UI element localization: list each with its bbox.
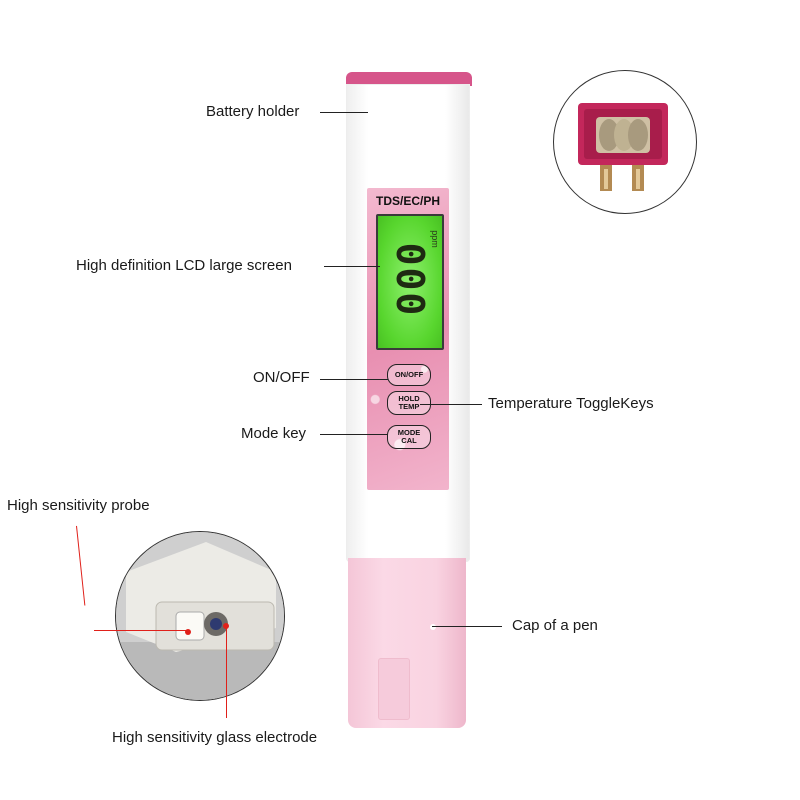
cap-label: Cap of a pen xyxy=(512,617,598,634)
lcd-screen-label: High definition LCD large screen xyxy=(76,257,292,274)
battery-holder-label: Battery holder xyxy=(206,103,300,120)
probe-image xyxy=(116,532,284,700)
cap-pointer xyxy=(432,626,502,627)
lcd-value: 000 xyxy=(388,242,432,318)
temp-key-label: TEMP xyxy=(398,402,420,411)
control-panel: TDS/EC/PH ppm 000 ON/OFF HOLD TEMP MODE … xyxy=(367,188,449,490)
mode-cal-key[interactable]: MODE CAL xyxy=(387,425,431,449)
on-off-key[interactable]: ON/OFF xyxy=(387,364,431,386)
lcd-screen: ppm 000 xyxy=(376,214,444,350)
hold-key-label: HOLD xyxy=(398,394,420,403)
on-off-key-label: ON/OFF xyxy=(394,370,424,379)
cap-highlight xyxy=(430,624,436,630)
on-off-label: ON/OFF xyxy=(253,369,310,386)
probe-closeup xyxy=(115,531,285,701)
cal-key-label: CAL xyxy=(401,436,417,445)
hold-temp-key[interactable]: HOLD TEMP xyxy=(387,391,431,415)
battery-holder-image xyxy=(578,103,668,191)
panel-title: TDS/EC/PH xyxy=(375,194,440,208)
temperature-keys-pointer xyxy=(420,404,482,405)
glass-electrode-pointer xyxy=(226,628,227,718)
temperature-keys-label: Temperature ToggleKeys xyxy=(488,395,654,412)
probe-pointer-horizontal xyxy=(94,630,186,631)
on-off-pointer xyxy=(320,379,388,380)
glass-electrode-label: High sensitivity glass electrode xyxy=(112,729,318,746)
battery-holder-closeup xyxy=(553,70,697,214)
battery-holder-pointer xyxy=(320,112,368,113)
mode-key-label: MODE xyxy=(397,428,421,437)
probe-pointer-vertical xyxy=(76,525,86,606)
lcd-screen-pointer xyxy=(324,266,380,267)
pen-cap xyxy=(348,558,466,728)
cap-clip xyxy=(378,658,410,720)
probe-label: High sensitivity probe xyxy=(7,497,150,514)
battery-holder-top xyxy=(346,72,472,86)
mode-key-pointer xyxy=(320,434,388,435)
mode-key-label-text: Mode key xyxy=(241,425,307,442)
